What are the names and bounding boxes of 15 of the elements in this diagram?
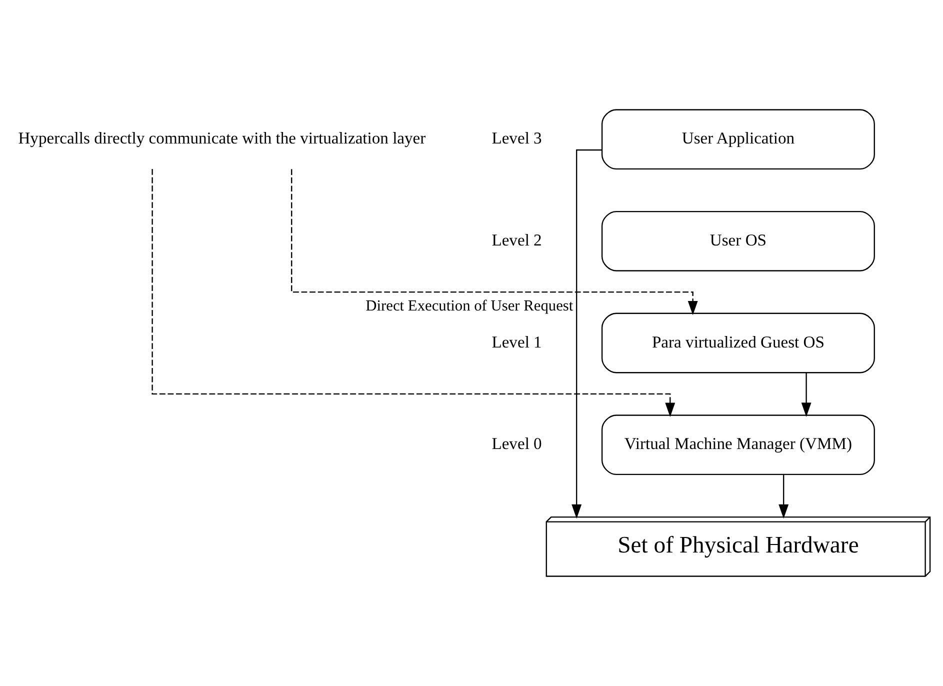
node-label: Level 2 <box>492 230 542 250</box>
arrow <box>801 373 812 417</box>
node-label: Level 1 <box>492 332 542 352</box>
node-box: User OS <box>601 210 875 272</box>
arrow <box>291 169 698 316</box>
node-text: Hypercalls directly communicate with the virtualization layer <box>18 128 426 148</box>
node-box: Virtual Machine Manager (VMM) <box>601 414 875 476</box>
arrow <box>572 149 602 519</box>
node-label: Level 0 <box>492 434 542 454</box>
arrow <box>778 474 789 519</box>
node-box: User Application <box>601 109 875 170</box>
node-label: Level 3 <box>492 128 542 148</box>
edge-label: Direct Execution of User Request <box>366 298 574 315</box>
arrow <box>152 169 676 417</box>
node-box: Para virtualized Guest OS <box>601 312 875 374</box>
